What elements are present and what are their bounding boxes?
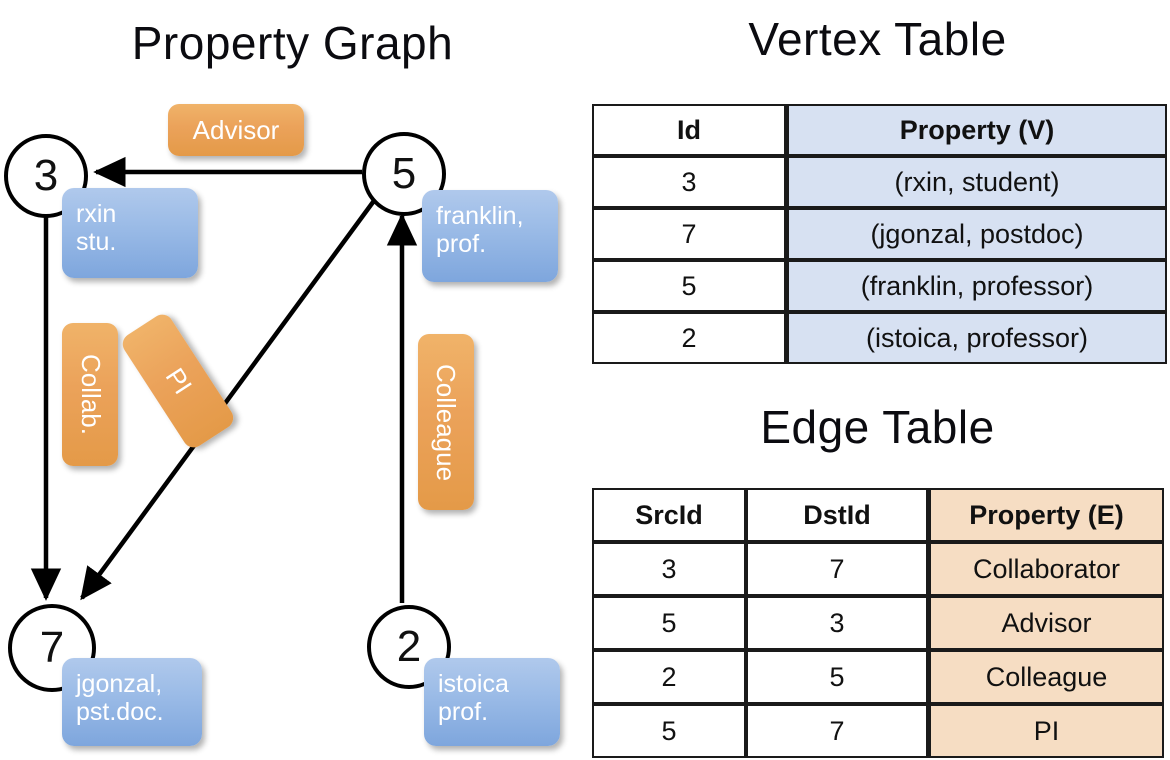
table-row: 5 3 Advisor	[592, 596, 1164, 650]
edge-label-text: Advisor	[192, 114, 280, 145]
table-header-row: Id Property (V)	[592, 104, 1167, 156]
vertex-table: Id Property (V) 3 (rxin, student) 7 (jgo…	[592, 104, 1167, 364]
edge-property-cell: Collaborator	[929, 542, 1164, 596]
node-property-line-1: jgonzal,	[76, 670, 163, 698]
edge-label-text: PI	[159, 362, 198, 400]
edge-dst-cell: 7	[746, 542, 929, 596]
node-property-line-1: franklin,	[436, 202, 524, 230]
edge-label-text: Colleague	[431, 363, 462, 481]
edge-dst-cell: 5	[746, 650, 929, 704]
edge-label-collab: Collab.	[62, 323, 118, 466]
page-title-edge-table: Edge Table	[760, 401, 995, 453]
edge-property-cell: Colleague	[929, 650, 1164, 704]
page-title-property-graph: Property Graph	[131, 17, 454, 69]
node-property-line-2: prof.	[438, 698, 489, 726]
edge-dst-cell: 7	[746, 704, 929, 758]
vertex-id-cell: 7	[592, 208, 787, 260]
node-property-box-istoica: istoica prof.	[424, 658, 560, 746]
node-property-box-rxin: rxin stu.	[62, 188, 198, 278]
edge-table-header-dstid: DstId	[746, 488, 929, 542]
table-row: 2 5 Colleague	[592, 650, 1164, 704]
graph-node-5[interactable]: 5	[362, 132, 446, 216]
edge-table-header-property: Property (E)	[929, 488, 1164, 542]
node-property-box-jgonzal: jgonzal, pst.doc.	[62, 658, 202, 746]
vertex-property-cell: (franklin, professor)	[787, 260, 1167, 312]
edge-property-cell: PI	[929, 704, 1164, 758]
edge-table: SrcId DstId Property (E) 3 7 Collaborato…	[592, 488, 1164, 758]
vertex-property-cell: (istoica, professor)	[787, 312, 1167, 364]
page-title-vertex-table: Vertex Table	[748, 13, 1007, 65]
table-row: 2 (istoica, professor)	[592, 312, 1167, 364]
vertex-id-cell: 5	[592, 260, 787, 312]
edge-src-cell: 5	[592, 596, 746, 650]
table-row: 5 7 PI	[592, 704, 1164, 758]
graph-node-2[interactable]: 2	[367, 605, 451, 689]
vertex-table-header-property: Property (V)	[787, 104, 1167, 156]
vertex-id-cell: 3	[592, 156, 787, 208]
node-property-line-2: prof.	[436, 230, 487, 258]
node-property-line-2: stu.	[76, 228, 117, 256]
edge-label-text: Collab.	[75, 354, 106, 435]
table-row: 5 (franklin, professor)	[592, 260, 1167, 312]
table-row: 3 7 Collaborator	[592, 542, 1164, 596]
vertex-id-cell: 2	[592, 312, 787, 364]
table-row: 7 (jgonzal, postdoc)	[592, 208, 1167, 260]
node-property-line-1: istoica	[438, 670, 509, 698]
edge-pi-5-to-7	[80, 196, 378, 601]
vertex-property-cell: (rxin, student)	[787, 156, 1167, 208]
table-row: 3 (rxin, student)	[592, 156, 1167, 208]
edge-src-cell: 3	[592, 542, 746, 596]
vertex-table-header-id: Id	[592, 104, 787, 156]
edge-table-header-srcid: SrcId	[592, 488, 746, 542]
edge-dst-cell: 3	[746, 596, 929, 650]
node-property-line-2: pst.doc.	[76, 698, 164, 726]
vertex-property-cell: (jgonzal, postdoc)	[787, 208, 1167, 260]
node-property-line-1: rxin	[76, 200, 117, 228]
edge-src-cell: 5	[592, 704, 746, 758]
edge-property-cell: Advisor	[929, 596, 1164, 650]
node-property-box-franklin: franklin, prof.	[422, 190, 558, 282]
graph-edges-svg	[30, 156, 418, 603]
table-header-row: SrcId DstId Property (E)	[592, 488, 1164, 542]
edge-label-advisor: Advisor	[168, 104, 304, 156]
edge-src-cell: 2	[592, 650, 746, 704]
edge-label-colleague: Colleague	[418, 334, 474, 510]
